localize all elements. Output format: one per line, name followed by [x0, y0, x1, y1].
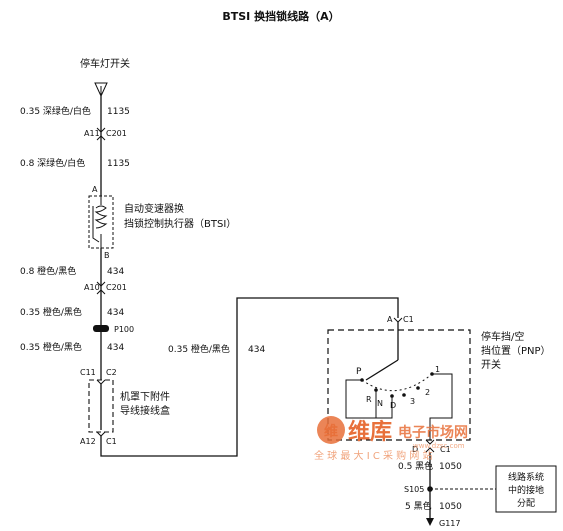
- watermark-tag: 电子市场网: [398, 424, 468, 441]
- wire-w2-label: 0.8 深绿色/白色: [20, 157, 85, 169]
- wire-w7-circuit: 1050: [439, 462, 462, 472]
- pnp-switch-symbol: [327, 317, 471, 441]
- box-c1-conn: C1: [106, 437, 117, 446]
- pnp-label-2: 挡位置（PNP）: [481, 344, 551, 357]
- connector-c201-a11-symbol: [96, 127, 106, 141]
- pnp-pos-1: 1: [435, 365, 440, 374]
- pnp-pos-2: 2: [425, 388, 430, 397]
- pnp-pos-n: N: [377, 399, 383, 408]
- wire-w4-circuit: 434: [107, 308, 124, 318]
- c201-a11-conn: C201: [106, 129, 127, 138]
- pnp-top-pin: A: [387, 315, 393, 324]
- btsi-pin-b: B: [104, 251, 110, 260]
- pnp-pos-p: P: [356, 367, 362, 377]
- wire-w8-label: 5 黑色: [405, 500, 432, 512]
- watermark-logo: [317, 416, 345, 444]
- btsi-label-2: 挡锁控制执行器（BTSI）: [124, 217, 236, 230]
- wire-w5-label: 0.35 橙色/黑色: [20, 341, 82, 353]
- wire-w3-circuit: 434: [107, 267, 124, 277]
- ground-dist-label-3: 分配: [517, 498, 535, 509]
- pnp-pos-3: 3: [410, 397, 415, 406]
- box-c2-pin: C11: [80, 368, 96, 377]
- watermark-logo-glyph: 维: [324, 423, 338, 440]
- watermark: 维 维库 电子市场网 www.dzsc.com 全 球 最 大 I C 采 购 …: [314, 416, 468, 462]
- watermark-slogan: 全 球 最 大 I C 采 购 网 站: [314, 449, 433, 462]
- box-c2-conn: C2: [106, 368, 117, 377]
- wire-w6-label: 0.35 橙色/黑色: [168, 343, 230, 355]
- btsi-actuator-symbol: [88, 195, 114, 249]
- btsi-pin-a: A: [92, 185, 98, 194]
- wire-w1-label: 0.35 深绿色/白色: [20, 105, 91, 117]
- wire-w5-circuit: 434: [107, 343, 124, 353]
- junction-box-label-2: 导线接线盒: [120, 404, 170, 417]
- wire-w4-label: 0.35 橙色/黑色: [20, 306, 82, 318]
- wire-w1-circuit: 1135: [107, 107, 130, 117]
- btsi-label-1: 自动变速器换: [124, 202, 184, 215]
- connector-pnp-bottom-symbol: [425, 439, 435, 453]
- pnp-bottom-pin: D: [412, 445, 418, 454]
- c201-a11-pin: A11: [84, 129, 100, 138]
- ground-symbol-g117: [426, 518, 434, 526]
- wire-w2-circuit: 1135: [107, 159, 130, 169]
- c201-a10-conn: C201: [106, 283, 127, 292]
- ground-dist-box: [495, 465, 557, 513]
- c201-a10-pin: A10: [84, 283, 100, 292]
- ground-dist-label-1: 线路系统: [508, 471, 544, 483]
- watermark-brand: 维库: [348, 419, 392, 445]
- ground-dist-label-2: 中的接地: [508, 484, 544, 496]
- pnp-pos-d: D: [390, 401, 396, 410]
- pnp-bottom-conn: C1: [440, 445, 451, 454]
- diagram-title: BTSI 换挡锁线路（A）: [222, 9, 339, 23]
- connector-c201-a10-symbol: [96, 281, 106, 295]
- pnp-label-1: 停车挡/空: [481, 330, 524, 343]
- pnp-top-conn: C1: [403, 315, 414, 324]
- watermark-url: www.dzsc.com: [413, 442, 465, 450]
- junction-box-label-1: 机罩下附件: [120, 390, 170, 403]
- wire-w7-label: 0.5 黑色: [398, 460, 433, 472]
- wire-box-to-pnp: [100, 297, 399, 457]
- pnp-pos-r: R: [366, 395, 372, 404]
- wire-w6-circuit: 434: [248, 345, 265, 355]
- junction-box-symbol: [88, 379, 114, 437]
- pnp-label-3: 开关: [481, 358, 501, 371]
- box-c1-pin: A12: [80, 437, 96, 446]
- stop-switch-label: 停车灯开关: [80, 57, 130, 70]
- stop-switch-symbol: [94, 82, 108, 98]
- p100-splice: [93, 325, 109, 332]
- p100-label: P100: [114, 325, 134, 334]
- wire-w3-label: 0.8 橙色/黑色: [20, 265, 76, 277]
- wire-w8-circuit: 1050: [439, 502, 462, 512]
- g117-label: G117: [439, 519, 460, 528]
- s105-label: S105: [404, 485, 424, 494]
